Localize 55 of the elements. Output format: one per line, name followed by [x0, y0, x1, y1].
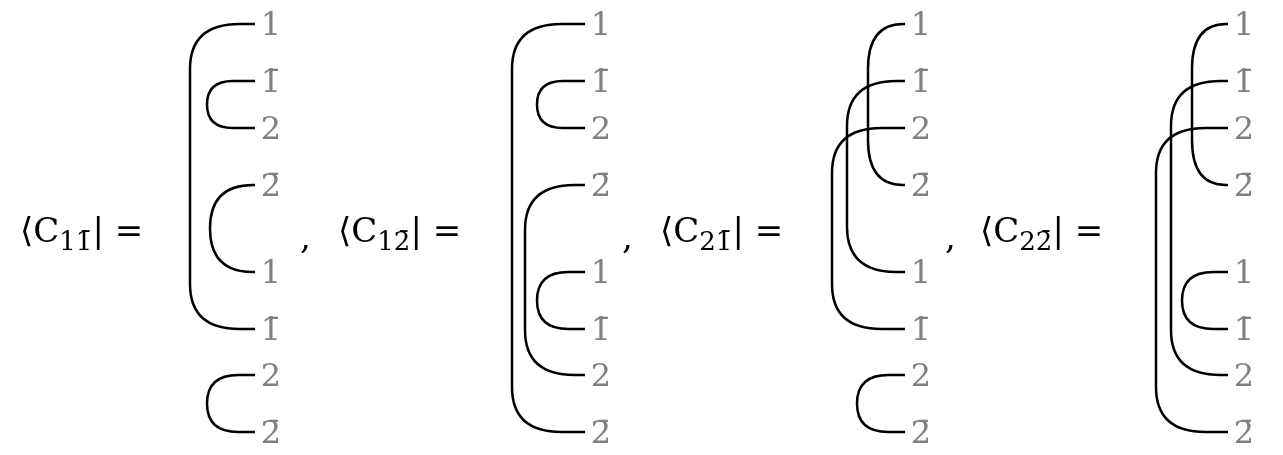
- index-label: 2̄: [1228, 163, 1260, 207]
- index-label: 2̄: [905, 163, 937, 207]
- index-label: 2̄: [255, 163, 287, 207]
- cup-arc: [205, 373, 255, 434]
- comma: ,: [945, 216, 956, 259]
- index-label: 1̄: [585, 307, 617, 351]
- cup-arc: [1169, 79, 1228, 377]
- cup-arc: [535, 270, 585, 331]
- bra-formula: ⟨C$_{11̄}$| =: [20, 209, 144, 252]
- index-label: 2: [1228, 106, 1260, 150]
- index-label: 1: [585, 250, 617, 294]
- index-label: 2̄: [255, 410, 287, 454]
- index-label: 2: [905, 106, 937, 150]
- cup-arc: [830, 126, 905, 331]
- index-label: 1: [1228, 250, 1260, 294]
- comma: ,: [300, 216, 311, 259]
- cup-arc: [205, 79, 255, 130]
- index-label: 2: [1228, 353, 1260, 397]
- cup-arc: [1180, 270, 1228, 331]
- index-label: 1̄: [585, 59, 617, 103]
- index-label: 1: [255, 2, 287, 46]
- cup-arc: [535, 79, 585, 130]
- cup-arc: [855, 373, 905, 434]
- bra-formula: ⟨C$_{21̄}$| =: [660, 209, 784, 252]
- index-label: 1̄: [1228, 307, 1260, 351]
- index-label: 1: [585, 2, 617, 46]
- index-label: 2: [585, 106, 617, 150]
- index-label: 1̄: [905, 59, 937, 103]
- cup-arc: [523, 183, 585, 377]
- index-label: 2̄: [585, 410, 617, 454]
- index-label: 2̄: [905, 410, 937, 454]
- cup-arc: [866, 22, 906, 187]
- bra-formula: ⟨C$_{22̄}$| =: [980, 209, 1104, 252]
- cup-arc: [208, 183, 255, 274]
- index-label: 2: [255, 106, 287, 150]
- index-label: 1̄: [1228, 59, 1260, 103]
- cup-arc: [510, 22, 585, 434]
- cup-arc: [845, 79, 905, 274]
- index-label: 2: [905, 353, 937, 397]
- index-label: 1: [255, 250, 287, 294]
- cup-arc: [1154, 126, 1228, 434]
- index-label: 1: [1228, 2, 1260, 46]
- comma: ,: [622, 216, 633, 259]
- index-label: 1̄: [255, 307, 287, 351]
- index-label: 2: [585, 353, 617, 397]
- bra-formula: ⟨C$_{12̄}$| =: [338, 209, 462, 252]
- cup-arc: [1190, 22, 1229, 187]
- index-label: 1̄: [905, 307, 937, 351]
- index-label: 2̄: [1228, 410, 1260, 454]
- index-label: 1̄: [255, 59, 287, 103]
- index-label: 1: [905, 2, 937, 46]
- cup-arc: [188, 22, 255, 331]
- index-label: 1: [905, 250, 937, 294]
- index-label: 2: [255, 353, 287, 397]
- index-label: 2̄: [585, 163, 617, 207]
